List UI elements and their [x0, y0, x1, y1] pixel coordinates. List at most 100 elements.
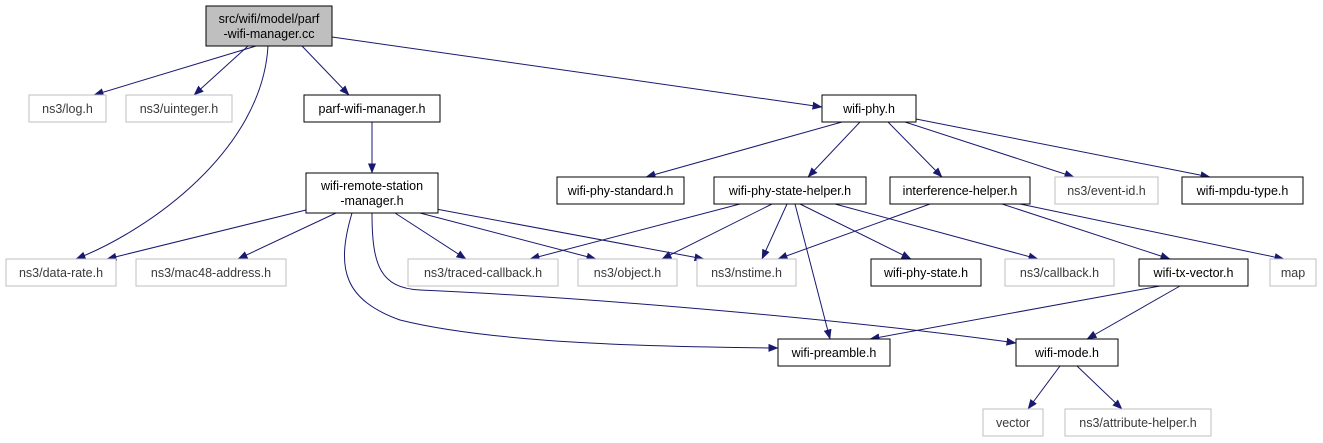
edge-pshelper-to-preamble: [794, 203, 832, 340]
node-label: ns3/object.h: [594, 266, 661, 280]
edge-wrsm-to-preamble: [344, 212, 779, 352]
node-box: [303, 94, 441, 123]
node-box: [1269, 258, 1317, 287]
edge-wifiphy-to-phystd: [645, 121, 843, 179]
edge-root-to-wifiphy: [331, 36, 823, 110]
edge-wifiphy-to-interf: [887, 121, 943, 178]
edge-wrsm-to-mode: [371, 212, 1017, 346]
node-label: wifi-phy.h: [842, 102, 895, 116]
node-box: [696, 258, 797, 287]
node-box: [713, 176, 867, 205]
node-interf[interactable]: interference-helper.h: [889, 176, 1031, 205]
edge-root-to-uinteger: [193, 45, 249, 96]
node-label: wifi-mpdu-type.h: [1196, 184, 1289, 198]
node-mpdu[interactable]: wifi-mpdu-type.h: [1181, 176, 1304, 205]
node-label: src/wifi/model/parf: [219, 12, 320, 26]
node-box: [305, 172, 439, 214]
node-label: interference-helper.h: [903, 184, 1018, 198]
node-phystd[interactable]: wifi-phy-standard.h: [556, 176, 685, 205]
edge-wrsm-to-object: [419, 212, 597, 261]
node-label: ns3/callback.h: [1020, 266, 1099, 280]
node-box: [1004, 258, 1115, 287]
edge-wifiphy-to-mpdu: [915, 118, 1211, 180]
node-preamble[interactable]: wifi-preamble.h: [777, 338, 891, 367]
node-label: parf-wifi-manager.h: [319, 102, 426, 116]
node-callback: ns3/callback.h: [1004, 258, 1115, 287]
file-nodes: src/wifi/model/parf-wifi-manager.cc ns3/l…: [5, 5, 1317, 437]
node-box: [889, 176, 1031, 205]
node-parf[interactable]: parf-wifi-manager.h: [303, 94, 441, 123]
node-label: ns3/nstime.h: [711, 266, 782, 280]
edge-pshelper-to-traced: [529, 203, 741, 261]
edge-pshelper-to-nstime: [761, 203, 788, 260]
node-label: wifi-preamble.h: [791, 346, 877, 360]
node-box: [1138, 258, 1249, 287]
node-txvector[interactable]: wifi-tx-vector.h: [1138, 258, 1249, 287]
edge-wifiphy-to-eventid: [904, 121, 1075, 178]
node-label: wifi-phy-standard.h: [567, 184, 674, 198]
node-box: [28, 94, 107, 123]
node-label: ns3/uinteger.h: [140, 102, 219, 116]
edge-pshelper-to-phystate: [799, 203, 912, 260]
node-label: vector: [996, 416, 1030, 430]
node-label: -wifi-manager.cc: [224, 27, 315, 41]
node-label: ns3/log.h: [42, 102, 93, 116]
node-label: wifi-phy-state.h: [883, 266, 968, 280]
node-box: [205, 5, 333, 47]
node-wifiphy[interactable]: wifi-phy.h: [821, 94, 917, 123]
edge-mode-to-attrhelper: [1076, 365, 1123, 410]
edge-root-to-log: [93, 45, 257, 97]
node-root[interactable]: src/wifi/model/parf-wifi-manager.cc: [205, 5, 333, 47]
edge-interf-to-nstime: [777, 203, 931, 260]
edge-txvector-to-mode: [1086, 285, 1181, 340]
edge-interf-to-txvector: [1001, 203, 1171, 260]
node-box: [135, 258, 287, 287]
edge-wrsm-to-traced: [394, 212, 467, 260]
edge-wrsm-to-mac48: [237, 212, 337, 260]
edge-wrsm-to-nstime: [435, 208, 705, 262]
node-uinteger: ns3/uinteger.h: [125, 94, 233, 123]
edge-wifiphy-to-pshelper: [807, 121, 861, 178]
node-mac48: ns3/mac48-address.h: [135, 258, 287, 287]
node-box: [821, 94, 917, 123]
node-object: ns3/object.h: [577, 258, 678, 287]
edge-mode-to-vector: [1027, 365, 1061, 410]
node-box: [1054, 176, 1159, 205]
node-pshelper[interactable]: wifi-phy-state-helper.h: [713, 176, 867, 205]
node-box: [870, 258, 982, 287]
edge-root-to-datarate: [75, 45, 269, 260]
node-log: ns3/log.h: [28, 94, 107, 123]
edge-root-to-parf: [301, 45, 350, 96]
node-label: wifi-phy-state-helper.h: [728, 184, 851, 198]
node-box: [982, 408, 1044, 437]
node-attrhelper: ns3/attribute-helper.h: [1064, 408, 1212, 437]
node-label: wifi-remote-station: [320, 179, 423, 193]
node-mode[interactable]: wifi-mode.h: [1015, 338, 1119, 367]
node-label: ns3/mac48-address.h: [151, 266, 271, 280]
node-label: ns3/event-id.h: [1067, 184, 1146, 198]
node-traced: ns3/traced-callback.h: [407, 258, 559, 287]
node-map: map: [1269, 258, 1317, 287]
node-label: ns3/traced-callback.h: [424, 266, 542, 280]
edge-txvector-to-preamble: [869, 285, 1161, 342]
node-label: wifi-tx-vector.h: [1153, 266, 1234, 280]
node-box: [577, 258, 678, 287]
edge-wrsm-to-datarate: [106, 209, 307, 261]
node-phystate[interactable]: wifi-phy-state.h: [870, 258, 982, 287]
node-box: [777, 338, 891, 367]
node-box: [1015, 338, 1119, 367]
edge-pshelper-to-callback: [834, 203, 1039, 261]
node-box: [556, 176, 685, 205]
node-label: -manager.h: [340, 194, 403, 208]
node-nstime: ns3/nstime.h: [696, 258, 797, 287]
node-box: [5, 258, 117, 287]
node-label: wifi-mode.h: [1034, 346, 1099, 360]
edge-interf-to-map: [1019, 203, 1285, 261]
node-vector: vector: [982, 408, 1044, 437]
node-box: [125, 94, 233, 123]
edge-pshelper-to-object: [661, 203, 773, 260]
node-label: ns3/data-rate.h: [19, 266, 103, 280]
node-box: [407, 258, 559, 287]
node-wrsm[interactable]: wifi-remote-station-manager.h: [305, 172, 439, 214]
